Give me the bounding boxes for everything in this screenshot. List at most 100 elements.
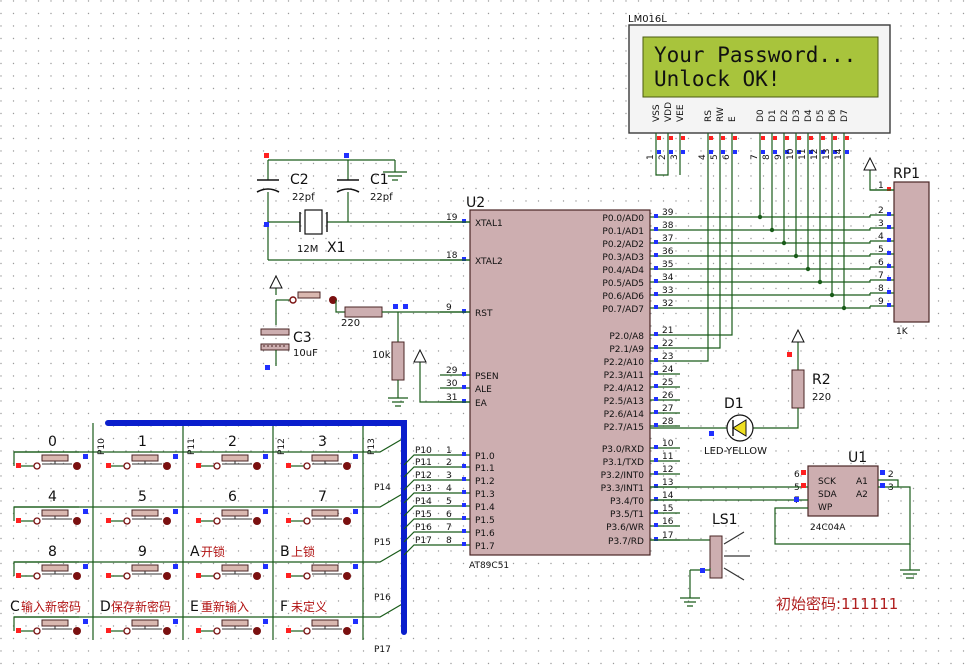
key-plunger [312,461,342,465]
keypad-bus [105,420,407,635]
keypad-row-wire [14,547,405,563]
key-4[interactable]: 4 [16,489,88,525]
p0-to-rp1-wire [808,267,871,270]
mcu-at89c51[interactable]: U2 AT89C51 19XTAL118XTAL29RST29PSEN30ALE… [440,195,680,571]
key-5[interactable]: 5 [106,489,178,525]
lcd-pin-number: 13 [822,149,832,160]
key-pin-marker [106,463,111,468]
mcu-pin-number-8: 8 [446,536,452,546]
key-contact [33,572,41,580]
junction-dot [829,292,835,298]
key-label: 3 [318,434,327,450]
key-label: 2 [228,434,237,450]
key-cap [41,509,69,517]
rp1-pin-number: 8 [878,284,884,294]
mcu-pin-p3-2-int0: P3.2/INT0 [601,471,645,481]
lcd-pin-label-d3: D3 [792,109,802,122]
key-pin-marker [106,573,111,578]
key-contact [343,462,351,470]
key-2[interactable]: 2 [196,434,268,470]
rp1-pin-marker [887,251,891,255]
mcu-pin-number-27: 27 [662,404,673,414]
mcu-pin-p1-0: P1.0 [475,452,495,462]
p0-to-rp1-wire [796,254,871,257]
key-cap [221,454,249,462]
lcd-pin-label-d7: D7 [840,109,850,122]
key-pin-marker [353,564,358,569]
mcu-pin-marker [462,399,466,403]
mcu-pin-number-11: 11 [662,452,673,462]
mcu-pin-p2-6-a14: P2.6/A14 [604,410,645,420]
junction-dot [757,214,763,220]
key-3[interactable]: 3 [286,434,358,470]
bus-entry-wire [403,544,440,556]
p0-bus-wires [655,160,871,362]
mcu-pin-number-22: 22 [662,339,673,349]
mcu-pin-marker [654,240,658,244]
mcu-pin-p3-6-wr: P3.6/WR [606,523,644,533]
c2-value: 22pf [292,192,315,203]
lcd-pin-number: 12 [810,149,820,160]
key-6[interactable]: 6 [196,489,268,525]
mcu-pin-p1-4: P1.4 [475,503,495,513]
key-pin-marker [353,454,358,459]
lcd-pin-number: 2 [658,154,668,160]
u1-part: 24C04A [810,523,846,533]
bus-label-p12: P12 [277,438,287,455]
speaker-ls1[interactable]: LS1 [650,512,750,607]
key-function-label: 开锁 [201,544,225,559]
key-contact [213,462,221,470]
key-1[interactable]: 1 [106,434,178,470]
lcd-pin-number: 8 [762,154,772,160]
key-7[interactable]: 7 [286,489,358,525]
key-contact [123,517,131,525]
p0-to-rp1-wire [844,306,871,309]
d1-value: LED-YELLOW [704,446,767,457]
key-8[interactable]: 8 [16,544,88,580]
lcd-pin-label-d0: D0 [756,109,766,122]
key-label: E [190,599,199,615]
lcd-pin-label-e: E [728,116,738,122]
mcu-pin-marker [462,257,466,261]
mcu-pin-number-26: 26 [662,391,674,401]
keypad-row-wire [14,602,405,618]
key-label: D [100,599,111,615]
lcd-pin-number: 5 [710,154,720,160]
key-plunger [42,626,72,630]
c1-ref: C1 [370,172,389,188]
key-0[interactable]: 0 [16,434,88,470]
mcu-pin-xtal2: XTAL2 [475,257,503,267]
lcd-pin-marker [681,136,685,140]
rp1-pin-number: 2 [878,206,884,216]
p0-to-rp1-wire [820,280,871,283]
mcu-pin-number-36: 36 [662,247,674,257]
u1-pin-a2: A2 [856,490,868,500]
key-function-label: 重新输入 [201,599,249,614]
key-contact [213,517,221,525]
key-9[interactable]: 9 [106,544,178,580]
lcd-pin-marker [761,150,765,154]
bus-label-p11: P11 [187,438,197,455]
rp1-pin-marker [887,303,891,307]
mcu-pin-p1-5: P1.5 [475,516,495,526]
lcd-pin-marker [657,136,661,140]
eeprom-u1[interactable]: U1 SCK SDA WP A1 A2 6 5 7 2 3 24C04A [650,450,920,579]
mcu-pin-p3-7-rd: P3.7/RD [608,537,644,547]
key-contact [213,627,221,635]
key-pin-marker [83,564,88,569]
mcu-pin-marker [654,279,658,283]
key-contact [303,462,311,470]
mcu-pin-number-37: 37 [662,234,673,244]
bus-label-p14: P14 [374,483,391,493]
lcd-pin-number: 9 [774,154,784,160]
lcd-module[interactable]: LM016L Your Password... Unlock OK! VSS1V… [628,14,891,160]
